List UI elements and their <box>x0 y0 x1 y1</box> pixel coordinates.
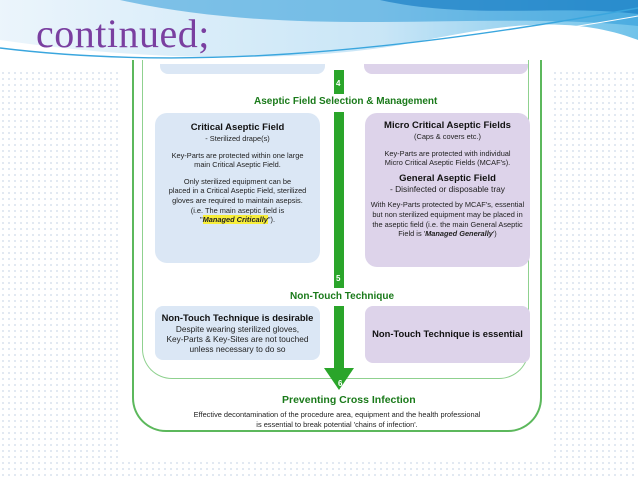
header-swoosh-decoration <box>0 0 638 70</box>
managed-critically-highlight: Managed Critically <box>202 215 268 225</box>
micro-aseptic-subtitle: (Caps & covers etc.) <box>414 132 481 141</box>
footer-line: is essential to break potential 'chains … <box>256 420 418 429</box>
critical-para2-line: placed in a Critical Aseptic Field, ster… <box>168 186 307 196</box>
step-6-number: 6 <box>338 379 343 388</box>
aseptic-diagram: 4 Aseptic Field Selection & Management 5… <box>122 60 554 462</box>
non-touch-desirable-line: Key-Parts & Key-Sites are not touched <box>166 334 309 344</box>
general-aseptic-subtitle: - Disinfected or disposable tray <box>390 183 505 194</box>
micro-para2-line: With Key-Parts protected by MCAF's, esse… <box>370 200 525 210</box>
non-touch-desirable-title: Non-Touch Technique is desirable <box>161 312 314 323</box>
step-5-number: 5 <box>336 274 341 283</box>
non-touch-desirable-line: unless necessary to do so <box>189 344 286 354</box>
micro-managed-line: Field is 'Managed Generally') <box>365 229 530 239</box>
arrow-head-down-icon <box>324 368 354 390</box>
footer-line: Effective decontamination of the procedu… <box>193 410 481 419</box>
outer-loop-right <box>332 60 542 432</box>
critical-quote-open: " <box>199 215 203 225</box>
critical-aseptic-field-subtitle: - Sterilized drape(s) <box>205 134 270 143</box>
micro-para2-line: the aseptic field (i.e. the main General… <box>372 219 523 229</box>
non-touch-desirable-box: Non-Touch Technique is desirable Despite… <box>155 306 320 360</box>
top-box-left-partial <box>160 64 325 74</box>
step-4-label: Aseptic Field Selection & Management <box>254 96 438 107</box>
micro-critical-aseptic-fields-box: Micro Critical Aseptic Fields (Caps & co… <box>365 113 530 267</box>
arrow-shaft-step5 <box>334 112 344 288</box>
critical-managed-line: "Managed Critically"). <box>155 215 320 225</box>
critical-quote-close: "). <box>267 215 276 225</box>
general-aseptic-title: General Aseptic Field <box>399 172 496 184</box>
non-touch-essential-box: Non-Touch Technique is essential <box>365 306 530 363</box>
critical-para1-line: Key-Parts are protected within one large <box>171 150 304 160</box>
non-touch-desirable-line: Despite wearing sterilized gloves, <box>175 324 300 334</box>
step-6-label: Preventing Cross Infection <box>282 394 416 406</box>
top-box-right-partial <box>364 64 528 74</box>
micro-para2-line: but non sterilized equipment may be plac… <box>372 209 523 219</box>
micro-aseptic-title: Micro Critical Aseptic Fields <box>384 120 511 131</box>
arrow-shaft-step6 <box>334 306 344 372</box>
micro-para1-line: Key-Parts are protected with individual <box>384 148 511 158</box>
critical-aseptic-field-box: Critical Aseptic Field - Sterilized drap… <box>155 113 320 263</box>
non-touch-essential-title: Non-Touch Technique is essential <box>372 328 523 339</box>
inner-loop-left <box>142 60 333 379</box>
arrow-shaft-step4 <box>334 70 344 94</box>
critical-para1-line: main Critical Aseptic Field. <box>194 160 281 170</box>
slide-title: continued; <box>36 11 210 56</box>
micro-field-prefix: Field is ' <box>398 229 426 239</box>
step-5-label: Non-Touch Technique <box>290 291 395 302</box>
step-4-number: 4 <box>336 79 341 88</box>
micro-field-suffix: ') <box>492 229 497 239</box>
micro-para1-line: Micro Critical Aseptic Fields (MCAF's). <box>384 158 511 168</box>
critical-para2-line: Only sterilized equipment can be <box>183 176 292 186</box>
critical-para2-line: (i.e. The main aseptic field is <box>190 205 285 215</box>
outer-loop-left <box>132 60 334 432</box>
critical-aseptic-field-title: Critical Aseptic Field <box>190 122 285 133</box>
critical-para2-line: gloves are required to maintain asepsis. <box>172 195 303 205</box>
managed-generally-text: Managed Generally <box>425 229 493 239</box>
